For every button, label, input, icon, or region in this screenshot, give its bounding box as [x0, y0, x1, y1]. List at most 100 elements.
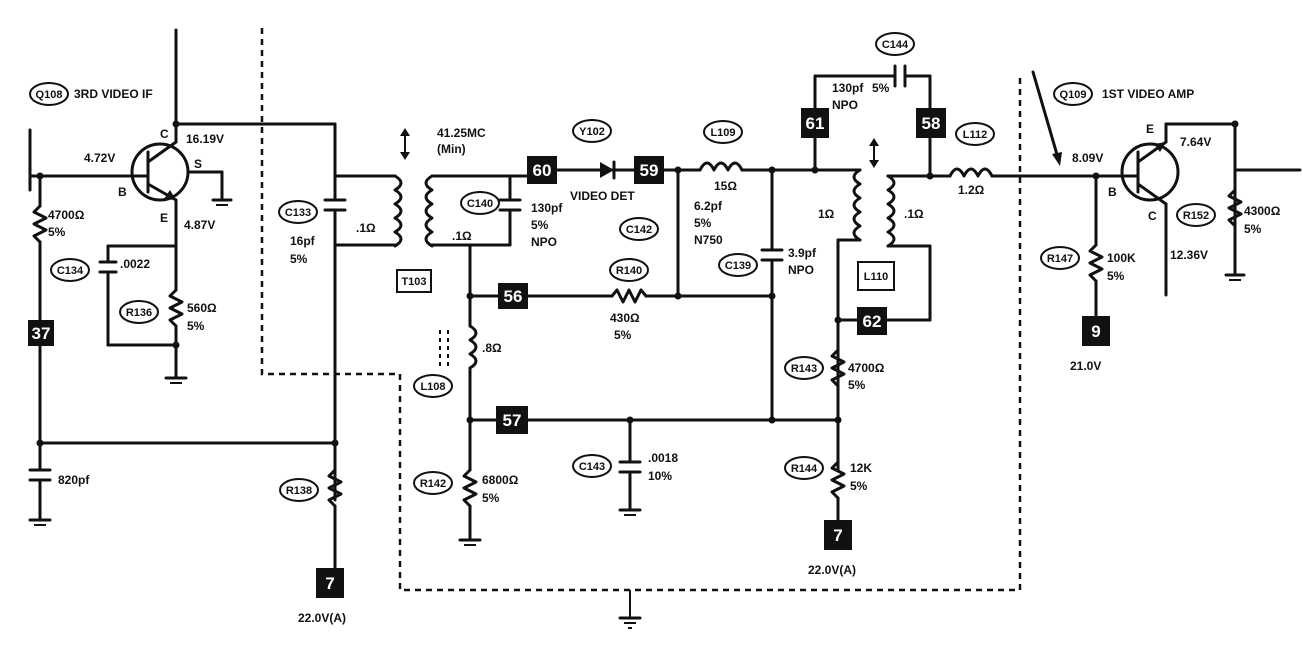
t103-transformer: [323, 122, 472, 570]
q108-function: 3RD VIDEO IF: [74, 87, 153, 101]
test-point-7-left-label: 7: [325, 574, 334, 593]
c140-value: 130pf: [531, 201, 563, 215]
tp9-voltage: 21.0V: [1070, 359, 1101, 373]
c142-ref: C142: [626, 224, 652, 236]
r143-ref: R143: [791, 363, 817, 375]
r136-ref-bubble: [119, 300, 159, 324]
l110-ref: L110: [864, 271, 888, 283]
shield-outline: [260, 28, 1022, 629]
r144-ref: R144: [791, 463, 818, 475]
r147-ref-bubble: [1040, 246, 1080, 270]
test-point-7-right-label: 7: [833, 526, 842, 545]
test-point-56-label: 56: [504, 287, 523, 306]
r152-value: 4300Ω: [1244, 204, 1281, 218]
r147-tolerance: 5%: [1107, 269, 1125, 283]
c140-ref-bubble: [460, 191, 500, 215]
l108-value: .8Ω: [482, 341, 502, 355]
r135-value: 4700Ω: [48, 208, 85, 222]
q108-pin-c: C: [160, 127, 169, 141]
r140-tolerance: 5%: [614, 328, 632, 342]
q108-stage: [28, 28, 337, 526]
r135-tolerance: 5%: [48, 225, 66, 239]
l110-primary: 1Ω: [818, 207, 835, 221]
q108-base-voltage: 4.72V: [84, 151, 115, 165]
q109-emitter-voltage: 7.64V: [1180, 135, 1211, 149]
test-point-57-label: 57: [503, 411, 522, 430]
r142-ref-bubble: [413, 471, 453, 495]
test-point-58-label: 58: [922, 114, 941, 133]
c139-ref: C139: [725, 260, 751, 272]
c134-ref-bubble: [50, 258, 90, 282]
c142-tolerance: 5%: [694, 216, 712, 230]
c144-tolerance: 5%: [872, 81, 890, 95]
r152-ref-bubble: [1176, 203, 1216, 227]
l110-secondary: .1Ω: [904, 207, 924, 221]
c134-value: .0022: [120, 257, 150, 271]
c142-value: 6.2pf: [694, 199, 723, 213]
l109-ref: L109: [710, 127, 735, 139]
c144-tempco: NPO: [832, 98, 858, 112]
c140-tempco: NPO: [531, 235, 557, 249]
tp7-left-voltage: 22.0V(A): [298, 611, 346, 625]
test-point-57: 57: [496, 406, 528, 434]
ground-symbol: [618, 616, 642, 629]
q109-function: 1ST VIDEO AMP: [1102, 87, 1194, 101]
l109-value: 15Ω: [714, 179, 737, 193]
q109-base-voltage: 8.09V: [1072, 151, 1103, 165]
r138-ref: R138: [286, 485, 312, 497]
l108-ref-bubble: [413, 374, 453, 398]
c144-value: 130pf: [832, 81, 864, 95]
q109-transistor-symbol: [1118, 140, 1180, 206]
c143-value: .0018: [648, 451, 678, 465]
c140-tolerance: 5%: [531, 218, 549, 232]
c144-ref-bubble: [875, 32, 915, 56]
y102-label: VIDEO DET: [570, 189, 635, 203]
test-point-62: 62: [857, 307, 887, 335]
r142-tolerance: 5%: [482, 491, 500, 505]
l109-ref-bubble: [703, 120, 743, 144]
c139-tempco: NPO: [788, 263, 814, 277]
test-point-37-label: 37: [32, 324, 51, 343]
c133-ref-bubble: [278, 200, 318, 224]
test-point-9: 9: [1082, 316, 1110, 346]
test-point-56: 56: [498, 283, 528, 309]
q108-ref-bubble: [29, 82, 69, 106]
test-point-62-label: 62: [863, 312, 882, 331]
r140-value: 430Ω: [610, 311, 640, 325]
c139-ref-bubble: [718, 253, 758, 277]
r144-value: 12K: [850, 461, 872, 475]
r136-value: 560Ω: [187, 301, 217, 315]
l112-value: 1.2Ω: [958, 183, 985, 197]
r138-ref-bubble: [279, 478, 319, 502]
r142-ref: R142: [420, 478, 446, 490]
t103-freq-note: (Min): [437, 142, 466, 156]
q109-ref-bubble: [1053, 82, 1093, 106]
q109-stage: [1031, 70, 1302, 320]
c143-ref-bubble: [572, 454, 612, 478]
c133-ref: C133: [285, 207, 311, 219]
r140-ref: R140: [616, 265, 642, 277]
y102-ref-bubble: [572, 119, 612, 143]
q108-pin-b: B: [118, 185, 127, 199]
test-point-9-label: 9: [1091, 322, 1100, 341]
c144-ref: C144: [882, 39, 909, 51]
t103-primary: .1Ω: [356, 221, 376, 235]
q108-collector-voltage: 16.19V: [186, 132, 224, 146]
t103-freq: 41.25MC: [437, 126, 486, 140]
q108-pin-e: E: [160, 211, 168, 225]
c142-tempco: N750: [694, 233, 723, 247]
test-point-61: 61: [801, 108, 829, 138]
l112-ref: L112: [963, 129, 987, 141]
r136-tolerance: 5%: [187, 319, 205, 333]
detector-section: [439, 160, 862, 546]
q108-transistor-symbol: [128, 140, 190, 202]
q109-pin-c: C: [1148, 209, 1157, 223]
q109-pin-e: E: [1146, 122, 1154, 136]
tp7-right-voltage: 22.0V(A): [808, 563, 856, 577]
t103-secondary: .1Ω: [452, 229, 472, 243]
r147-value: 100K: [1107, 251, 1136, 265]
test-point-60-label: 60: [533, 161, 552, 180]
test-point-59-label: 59: [640, 161, 659, 180]
c820-value: 820pf: [58, 473, 90, 487]
